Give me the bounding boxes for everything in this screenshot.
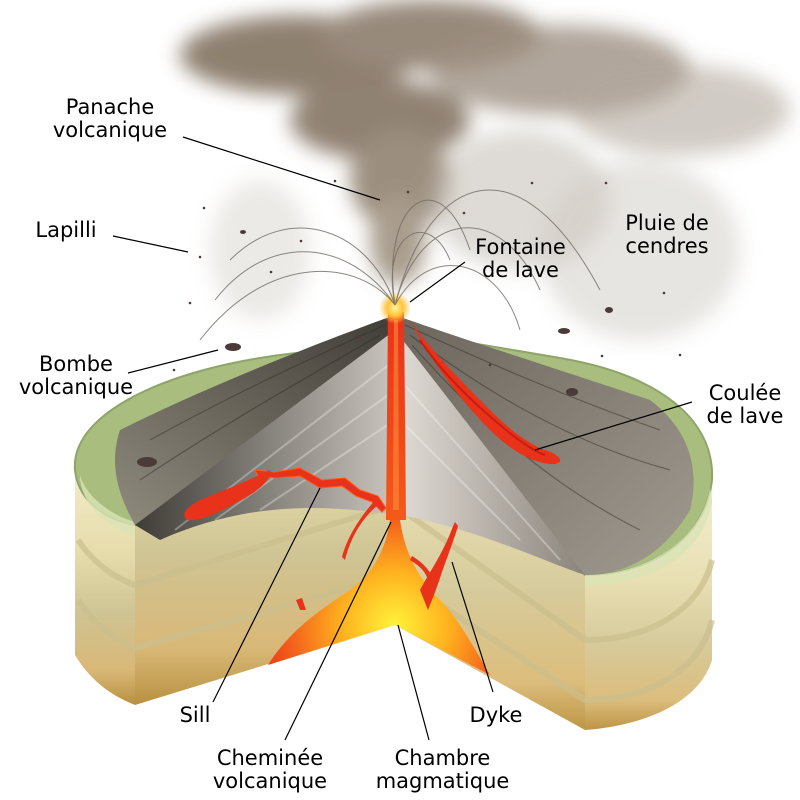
leader-cheminee (284, 521, 392, 741)
leader-lines (112, 136, 693, 741)
label-pluie-de-cendres: Pluie de cendres (625, 211, 709, 258)
leader-coulee (534, 401, 693, 451)
ash-plume (180, 0, 790, 340)
label-sill: Sill (179, 703, 211, 727)
cone-cut-right (395, 330, 585, 575)
leader-sill (212, 487, 321, 703)
cone-slope-left (115, 315, 395, 525)
dyke[interactable] (420, 522, 458, 610)
label-coulee-de-lave: Coulée de lave (706, 381, 784, 428)
leader-dyke (451, 561, 494, 693)
ejecta-trajectories (199, 189, 601, 341)
label-panache-volcanique: Panache volcanique (52, 95, 168, 142)
lava-flow-left[interactable] (184, 470, 271, 521)
label-fontaine-de-lave: Fontaine de lave (475, 235, 566, 282)
leader-fontaine (409, 261, 466, 303)
label-dyke: Dyke (469, 703, 523, 727)
leader-chambre (397, 624, 430, 741)
lava-fountain[interactable] (379, 292, 411, 324)
leader-panache (182, 136, 381, 201)
label-lapilli: Lapilli (35, 218, 97, 242)
leader-lapilli (112, 235, 189, 253)
label-bombe-volcanique: Bombe volcanique (18, 352, 134, 399)
label-cheminee-volcanique: Cheminée volcanique (212, 746, 328, 793)
soil-strata (75, 502, 715, 704)
volcanic-bombs (137, 179, 682, 467)
cone-slope-right (395, 315, 694, 575)
label-chambre-magmatique: Chambre magmatique (375, 746, 510, 793)
magma-chamber[interactable] (268, 520, 490, 675)
leader-bombe (127, 349, 219, 374)
